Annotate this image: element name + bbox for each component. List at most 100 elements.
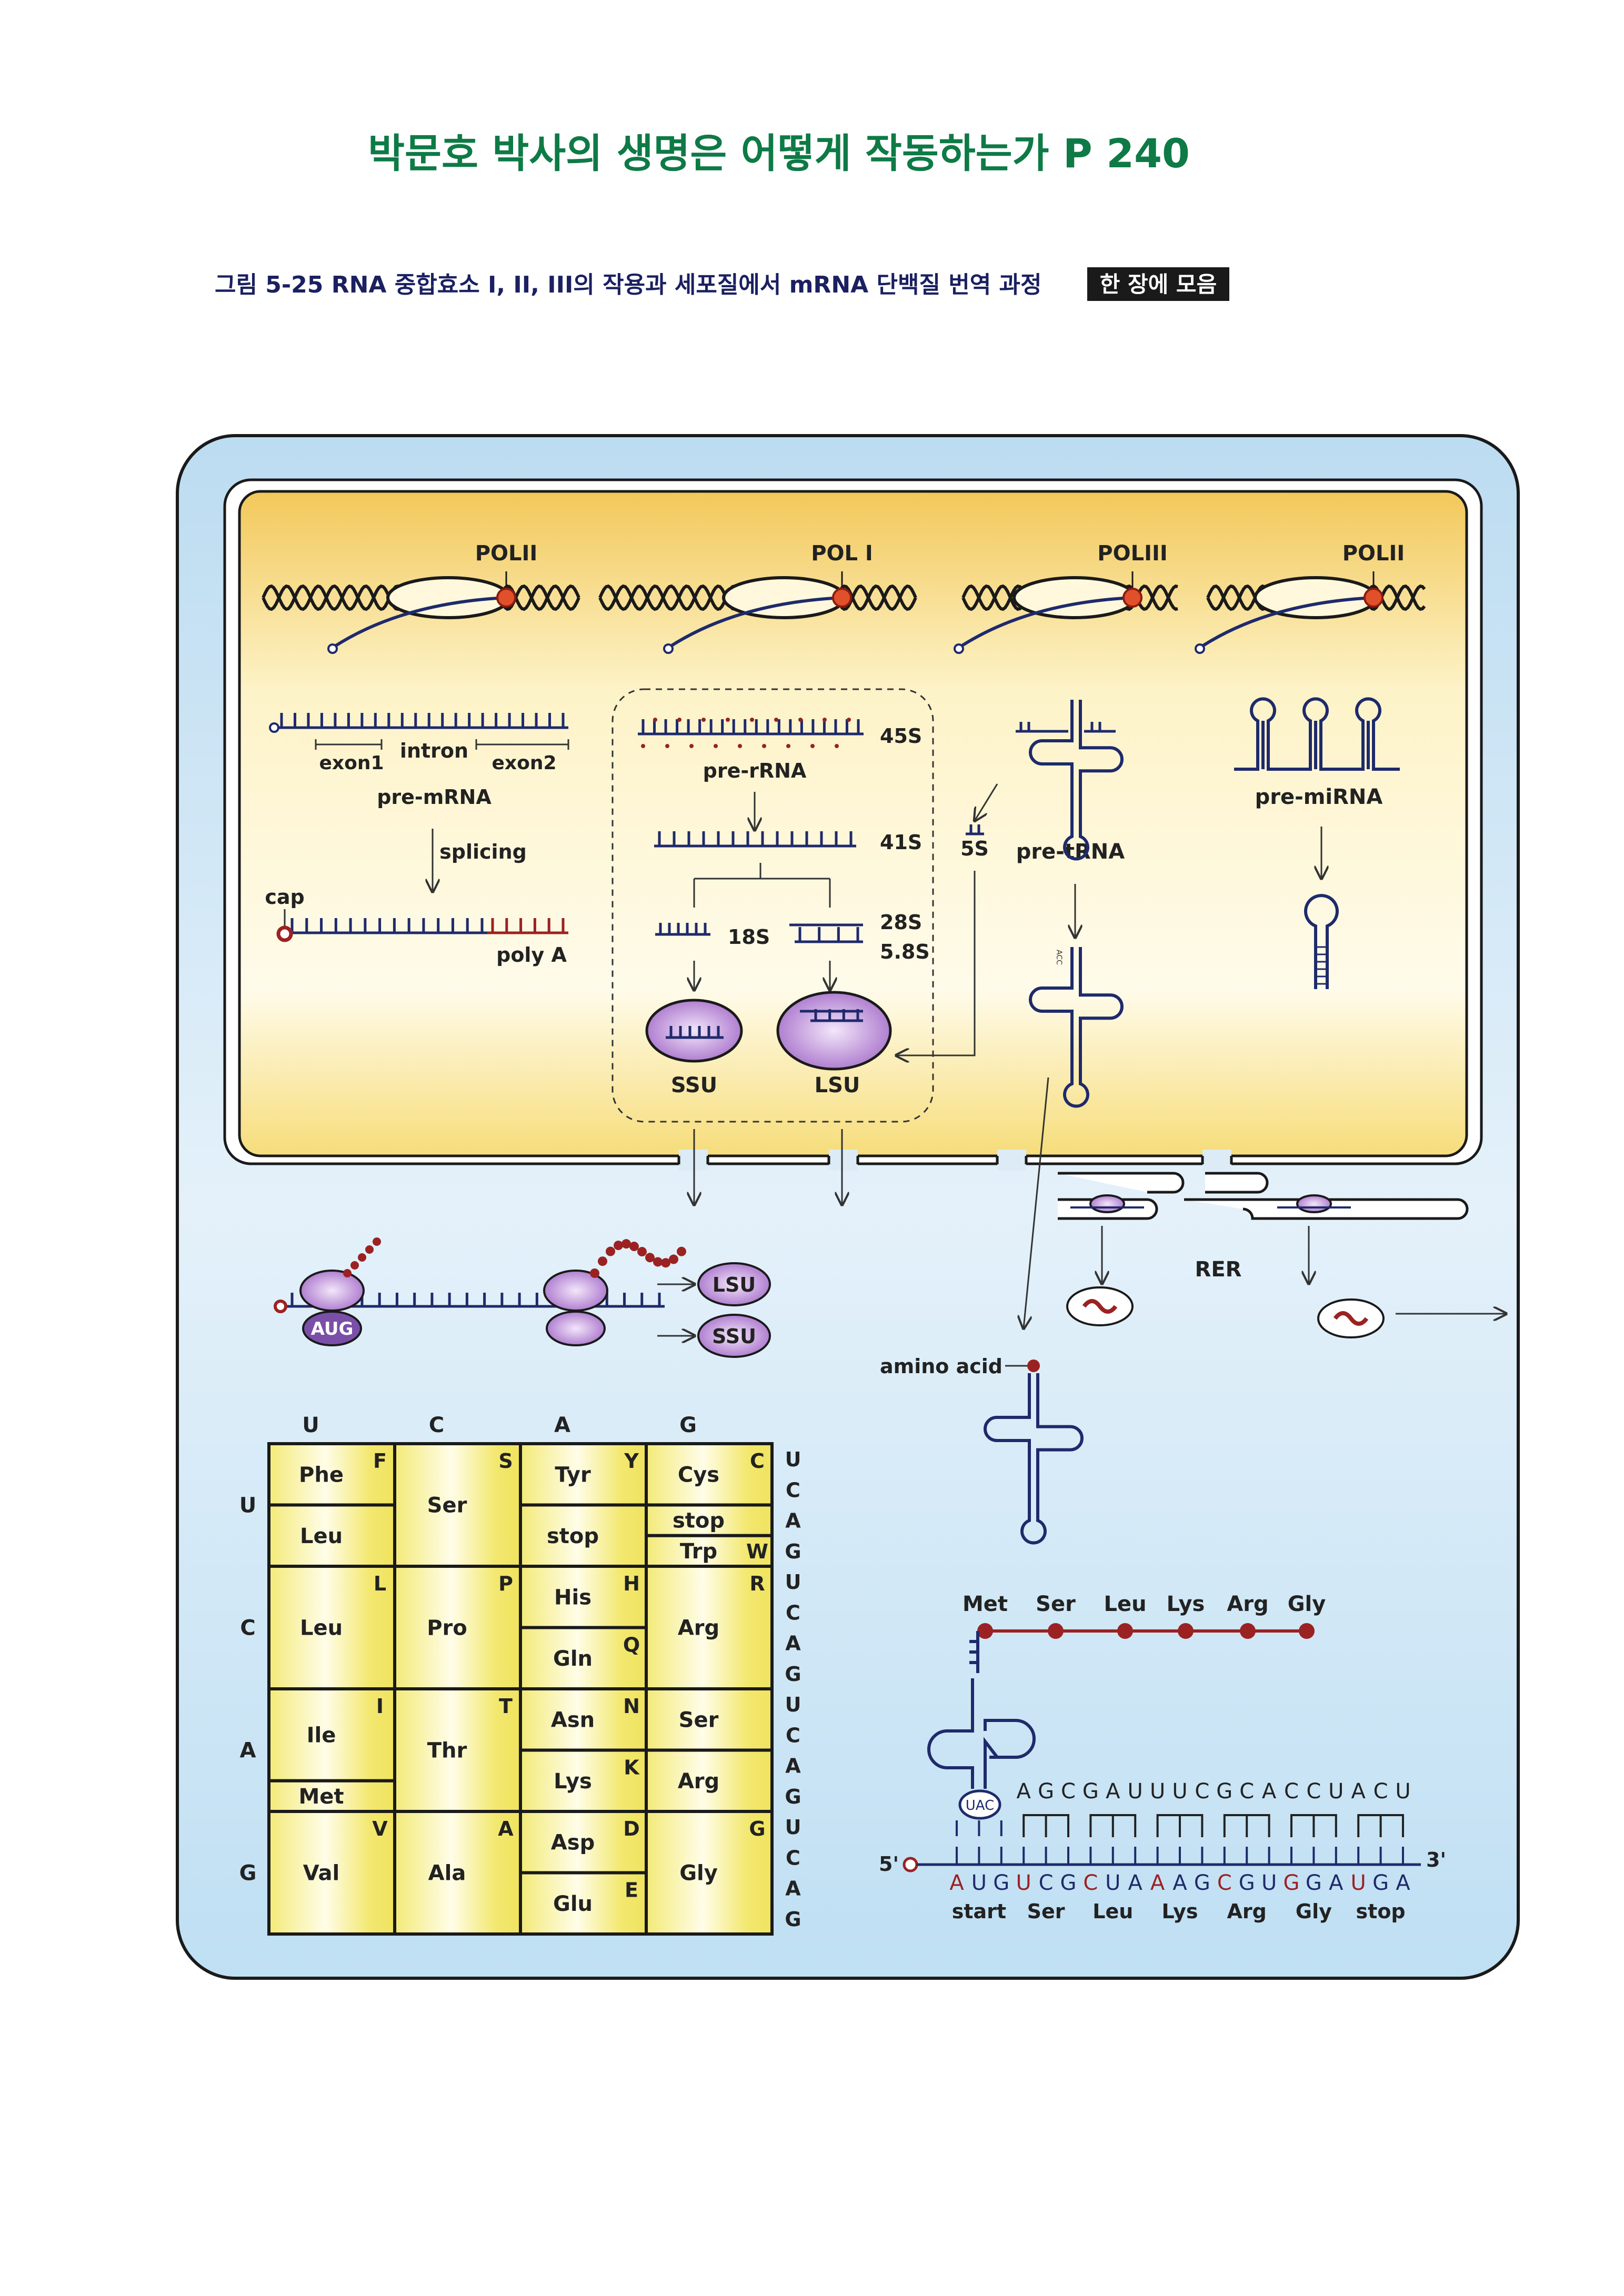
nascent-rna	[1199, 596, 1374, 649]
row-header: C	[240, 1616, 255, 1640]
codon-cell	[393, 1687, 522, 1813]
mrna-base: G	[1284, 1871, 1300, 1895]
amino-acid-dot	[1048, 1623, 1064, 1639]
amino-acid-name: Asp	[551, 1830, 595, 1855]
trna-anticodon-base: C	[1306, 1779, 1321, 1804]
free-lsu	[697, 1262, 771, 1306]
mrna-base: G	[1194, 1871, 1210, 1895]
amino-acid-name: stop	[673, 1509, 725, 1533]
initiator-trna	[927, 1631, 1036, 1789]
rna-strand	[795, 927, 863, 943]
one-letter-code: D	[623, 1817, 640, 1840]
trna-bracket	[1089, 1814, 1137, 1837]
pre-mirna-label: pre-miRNA	[1255, 785, 1383, 809]
third-letter: A	[785, 1509, 801, 1533]
amino-acid-name: Phe	[299, 1463, 344, 1487]
first-col-header: G	[679, 1413, 697, 1437]
third-letter: G	[785, 1540, 801, 1563]
one-letter-code: V	[372, 1817, 388, 1840]
one-letter-code: N	[623, 1695, 640, 1718]
amino-acid-bead	[661, 1258, 670, 1268]
third-letter: G	[785, 1908, 801, 1931]
amino-acid-name: Ile	[307, 1723, 336, 1747]
lsu-label: LSU	[815, 1073, 860, 1097]
row-header: U	[239, 1494, 256, 1518]
cap-label: cap	[265, 885, 304, 909]
er-ribosome	[1296, 1194, 1332, 1213]
codon-cell	[645, 1503, 774, 1537]
amino-acid-dot	[1178, 1623, 1194, 1639]
pore-edge	[677, 1156, 709, 1164]
trna-anticodon-base: U	[1172, 1779, 1187, 1804]
codon-cell	[519, 1871, 648, 1936]
one-letter-code: P	[498, 1572, 513, 1595]
trna-anticodon-base: C	[1239, 1779, 1254, 1804]
third-letter: G	[785, 1663, 801, 1686]
pore-edge	[827, 1156, 859, 1164]
methyl-dot	[810, 744, 815, 748]
methyl-dot	[847, 718, 851, 722]
acc-end-label: ACC	[1055, 950, 1063, 965]
rrna-processing: 45S pre-rRNA 41S 18S 28S 5.8S SSU LSU	[638, 718, 930, 1097]
mrna-base: A	[1128, 1871, 1143, 1895]
rna-strand	[654, 831, 856, 848]
trna-icon	[984, 1373, 1084, 1545]
trna-anticodon-base: G	[1082, 1779, 1099, 1804]
polya-label: poly A	[496, 943, 567, 966]
rna-polymerase	[832, 588, 852, 608]
amino-acid-bead	[629, 1242, 639, 1252]
rna-5-prime	[663, 643, 674, 654]
codon-label: Leu	[1092, 1900, 1133, 1923]
mirna-processing: pre-miRNA	[1234, 697, 1400, 989]
methyl-dot	[677, 718, 681, 722]
pre-trna-label: pre-tRNA	[1016, 840, 1125, 864]
peptide-residue: Arg	[1227, 1592, 1268, 1616]
rna-strand	[655, 923, 710, 936]
amino-acid-name: His	[554, 1585, 592, 1609]
amino-acid-bead	[653, 1257, 663, 1267]
amino-acid-name: Trp	[680, 1539, 717, 1564]
amino-acid-name: Ala	[428, 1861, 466, 1886]
codon-cell	[267, 1503, 396, 1568]
amino-acid-bead	[598, 1256, 607, 1266]
methyl-dot	[786, 744, 790, 748]
one-letter-code: A	[498, 1817, 514, 1840]
amino-acid-name: Arg	[678, 1616, 719, 1640]
ssu-label: SSU	[712, 1325, 756, 1348]
codon-cell	[519, 1442, 648, 1507]
rna-strand	[287, 918, 487, 934]
figure-caption: 그림 5-25 RNA 중합효소 I, II, III의 작용과 세포질에서 m…	[215, 271, 1042, 298]
page-title: 박문호 박사의 생명은 어떻게 작동하는가 P 240	[368, 130, 1190, 177]
trna-export-arrow	[1024, 1077, 1049, 1328]
trna-anticodon-base: A	[1262, 1779, 1277, 1804]
rna-strand	[487, 918, 568, 934]
exon1-label: exon1	[319, 752, 384, 774]
third-letter: C	[786, 1724, 800, 1747]
amino-acid-dot	[1117, 1623, 1133, 1639]
amino-acid-bead	[645, 1253, 655, 1263]
amino-acid-name: Thr	[427, 1739, 467, 1763]
amino-acid-name: Pro	[427, 1616, 467, 1640]
third-letter: U	[785, 1816, 801, 1839]
amino-acid-dot	[1240, 1623, 1256, 1639]
methyl-dot	[835, 744, 839, 748]
mrna-base: G	[1372, 1871, 1389, 1895]
trna-anticodon-base: U	[1150, 1779, 1165, 1804]
nascent-rna	[667, 596, 843, 649]
methyl-dot	[774, 718, 778, 722]
mrna-base: G	[1060, 1871, 1077, 1895]
cap-icon	[276, 925, 293, 942]
badge-label: 한 장에 모음	[1100, 271, 1217, 297]
one-letter-code: I	[376, 1695, 384, 1718]
codon-cell	[645, 1687, 774, 1752]
methyl-dot	[653, 718, 657, 722]
rna-5-prime	[1195, 643, 1205, 654]
mrna-base: U	[1351, 1871, 1366, 1895]
one-letter-code: H	[623, 1572, 640, 1595]
one-letter-code: F	[373, 1449, 387, 1473]
trna-anticodon-base: C	[1061, 1779, 1076, 1804]
methyl-dot	[665, 744, 669, 748]
peptide-residue: Lys	[1167, 1592, 1205, 1616]
ssu-label: SSU	[671, 1073, 717, 1097]
exon-brackets	[315, 739, 569, 750]
